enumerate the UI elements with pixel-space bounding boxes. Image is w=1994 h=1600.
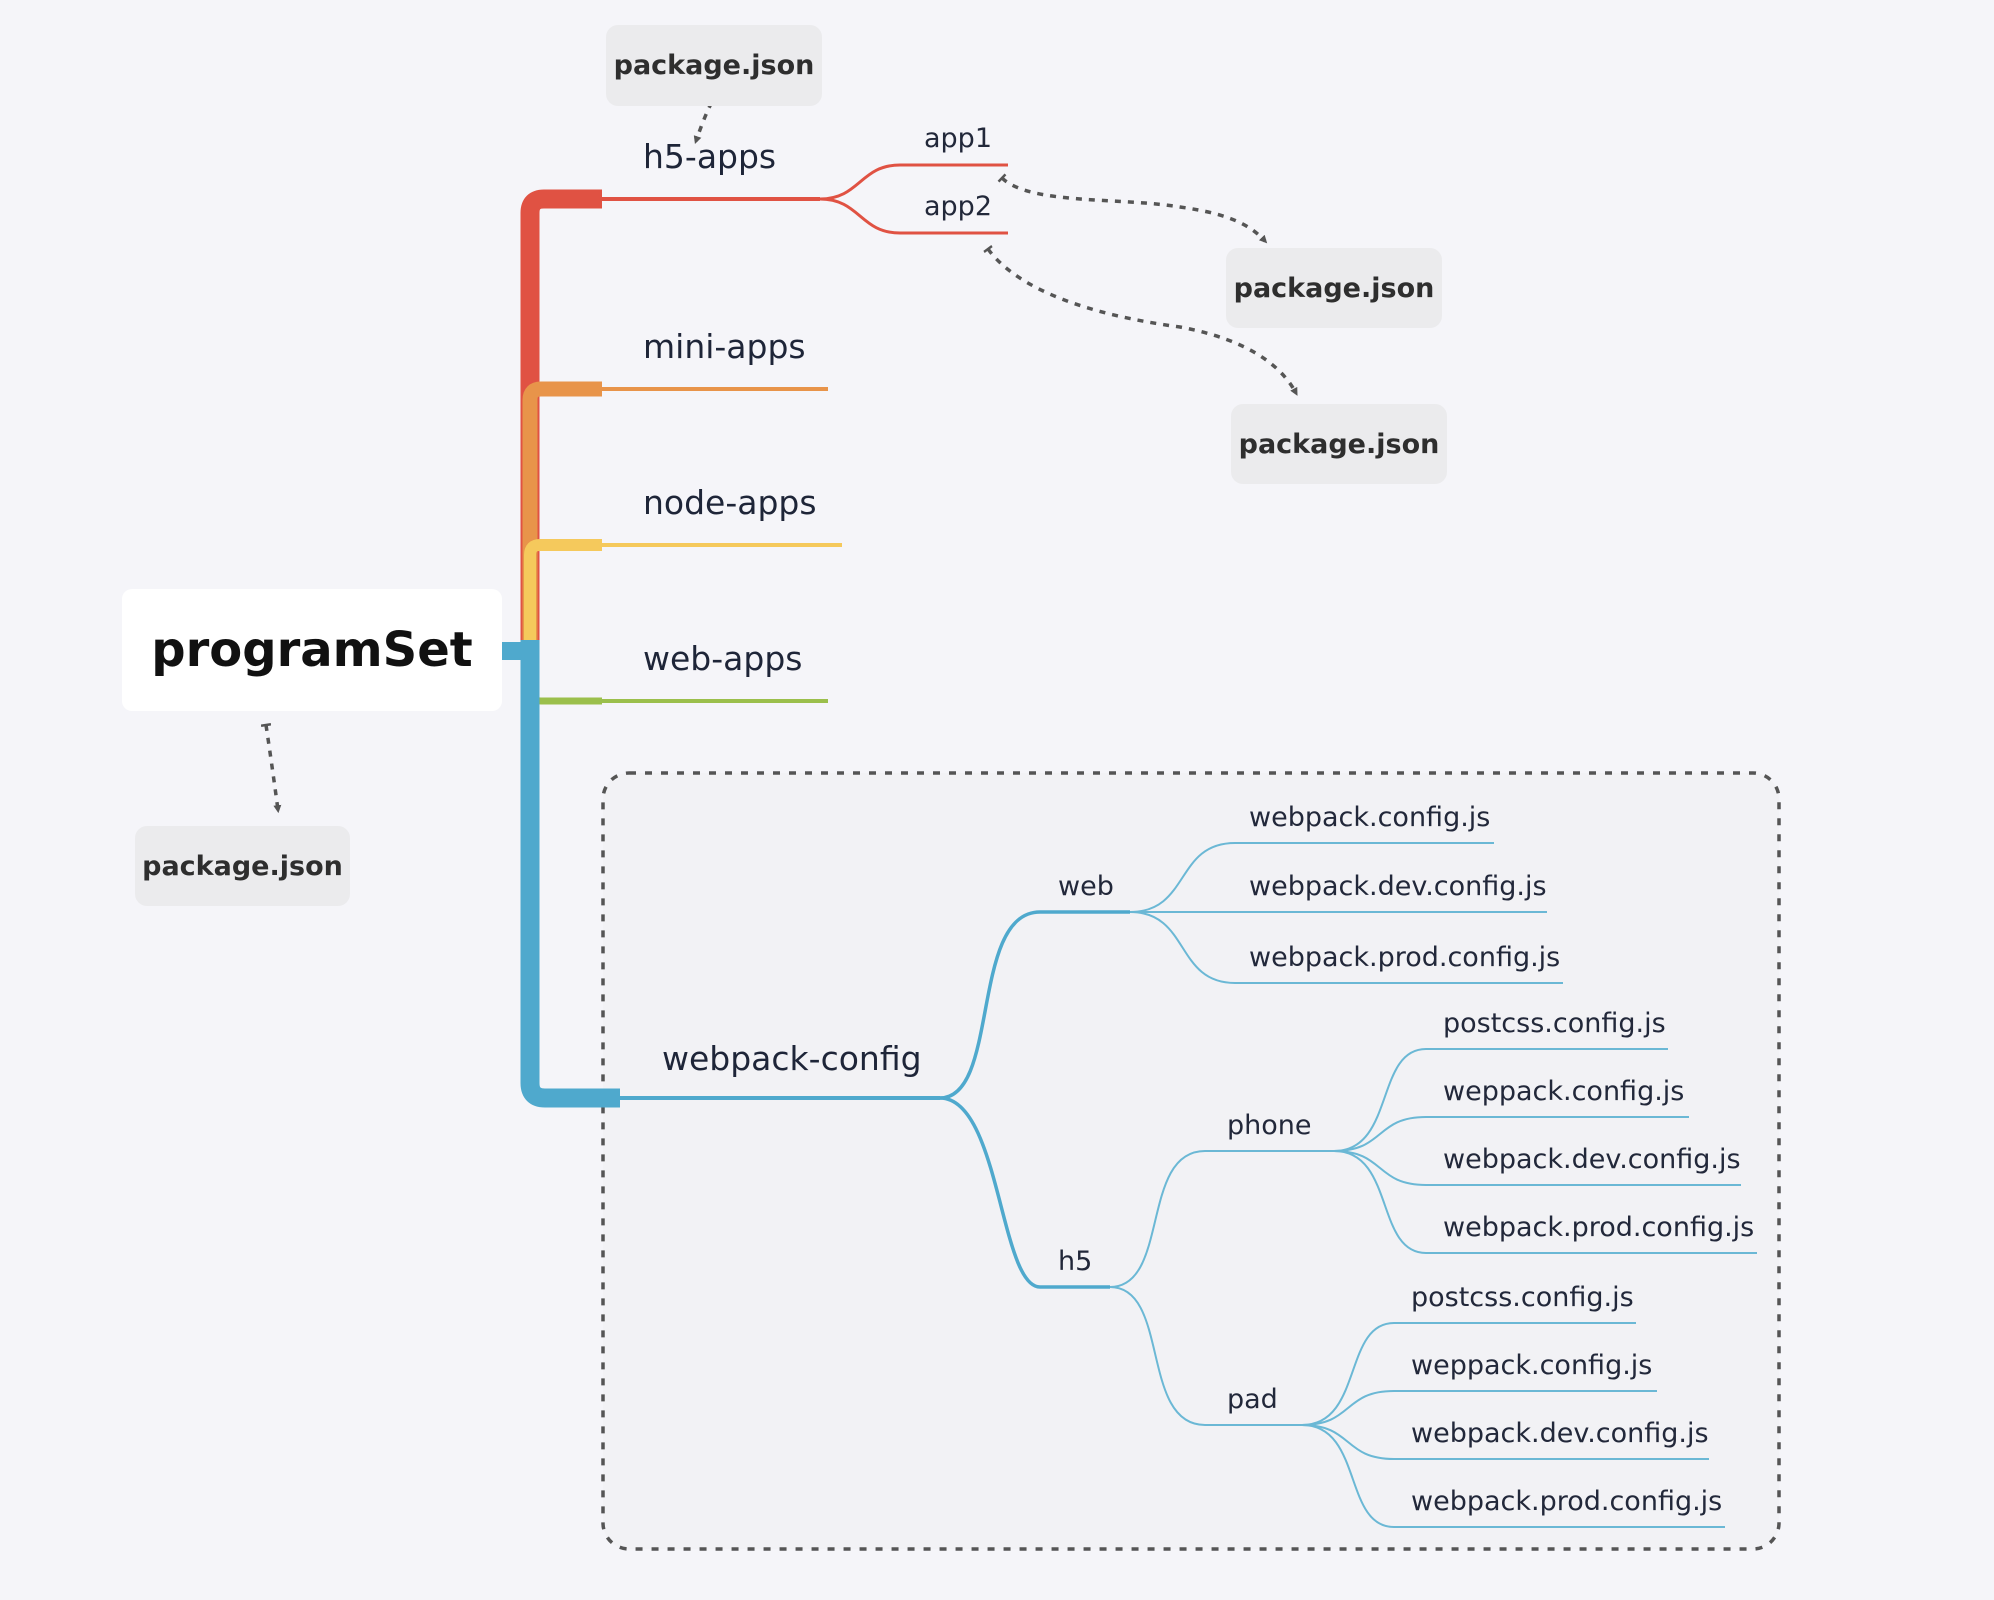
phone-file-item[interactable]: weppack.config.js xyxy=(1443,1076,1685,1107)
web-file-1-connector xyxy=(1129,842,1494,913)
package-json-root[interactable]: package.json xyxy=(135,826,350,906)
web-file-item[interactable]: webpack.config.js xyxy=(1249,802,1491,833)
root-topic[interactable]: programSet xyxy=(122,589,502,711)
app2-connector xyxy=(819,197,1008,235)
pad-file-3-connector xyxy=(1301,1424,1709,1460)
pad-file-item[interactable]: webpack.prod.config.js xyxy=(1411,1486,1723,1517)
topic-app2[interactable]: app2 xyxy=(924,191,993,222)
pad-file-4-connector xyxy=(1301,1424,1725,1528)
branch-h5-apps[interactable]: h5-apps xyxy=(643,137,777,176)
trunk-segment-node xyxy=(524,539,602,652)
pad-file-item[interactable]: webpack.dev.config.js xyxy=(1411,1418,1709,1449)
web-file-item[interactable]: webpack.dev.config.js xyxy=(1249,871,1547,902)
phone-file-1-connector xyxy=(1333,1048,1668,1152)
h5-connector xyxy=(939,1096,1110,1289)
root-package-relation xyxy=(260,723,282,814)
pad-file-1-connector xyxy=(1301,1322,1636,1426)
webpack-config-boundary xyxy=(601,771,1781,1551)
topic-h5[interactable]: h5 xyxy=(1058,1246,1093,1277)
web-file-item[interactable]: webpack.prod.config.js xyxy=(1249,942,1561,973)
phone-file-item[interactable]: webpack.prod.config.js xyxy=(1443,1212,1755,1243)
pad-file-item[interactable]: postcss.config.js xyxy=(1411,1282,1634,1313)
phone-file-3-connector xyxy=(1333,1150,1741,1186)
trunk-segment-h5 xyxy=(520,189,602,650)
branch-webpack-config[interactable]: webpack-config xyxy=(662,1039,922,1078)
phone-file-4-connector xyxy=(1333,1150,1757,1254)
topic-pad[interactable]: pad xyxy=(1227,1384,1278,1415)
pad-connector xyxy=(1109,1286,1302,1426)
app1-package-relation xyxy=(997,173,1268,244)
phone-file-item[interactable]: postcss.config.js xyxy=(1443,1008,1666,1039)
package-json-app1[interactable]: package.json xyxy=(1226,248,1442,328)
app2-package-relation xyxy=(983,245,1298,396)
trunk-segment-webpack xyxy=(520,640,620,1108)
topic-phone[interactable]: phone xyxy=(1227,1110,1312,1141)
trunk-segment-mini xyxy=(522,381,602,652)
branch-mini-apps[interactable]: mini-apps xyxy=(643,327,806,366)
phone-file-2-connector xyxy=(1333,1116,1689,1152)
topic-app1[interactable]: app1 xyxy=(924,123,993,154)
phone-file-item[interactable]: webpack.dev.config.js xyxy=(1443,1144,1741,1175)
branch-web-apps[interactable]: web-apps xyxy=(643,639,803,678)
topic-web[interactable]: web xyxy=(1058,871,1114,902)
package-json-h5-apps[interactable]: package.json xyxy=(606,25,822,106)
app1-connector xyxy=(819,163,1008,201)
web-file-3-connector xyxy=(1129,911,1563,984)
pad-file-2-connector xyxy=(1301,1390,1657,1426)
package-json-app2[interactable]: package.json xyxy=(1231,404,1447,484)
web-connector xyxy=(939,910,1130,1100)
branch-node-apps[interactable]: node-apps xyxy=(643,483,817,522)
root-title: programSet xyxy=(151,622,473,678)
trunk-segment-web xyxy=(526,660,602,705)
pad-file-item[interactable]: weppack.config.js xyxy=(1411,1350,1653,1381)
phone-connector xyxy=(1109,1150,1334,1288)
